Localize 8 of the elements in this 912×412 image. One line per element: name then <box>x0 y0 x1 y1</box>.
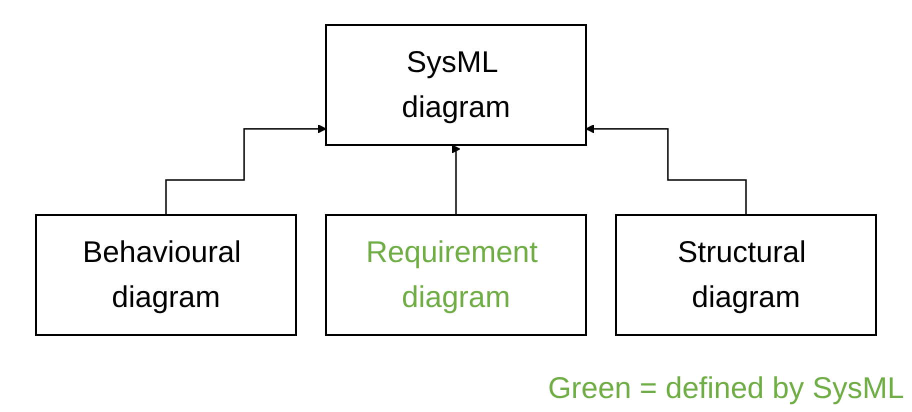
node-box: Structural diagram <box>615 214 877 336</box>
arrow <box>452 144 460 216</box>
node-box: Behavioural diagram <box>35 214 297 336</box>
arrow <box>585 124 747 216</box>
node-box: Requirement diagram <box>325 214 587 336</box>
note-text: Green = defined by SysML <box>548 372 904 406</box>
arrow <box>165 124 327 216</box>
node-box: SysML diagram <box>325 24 587 146</box>
